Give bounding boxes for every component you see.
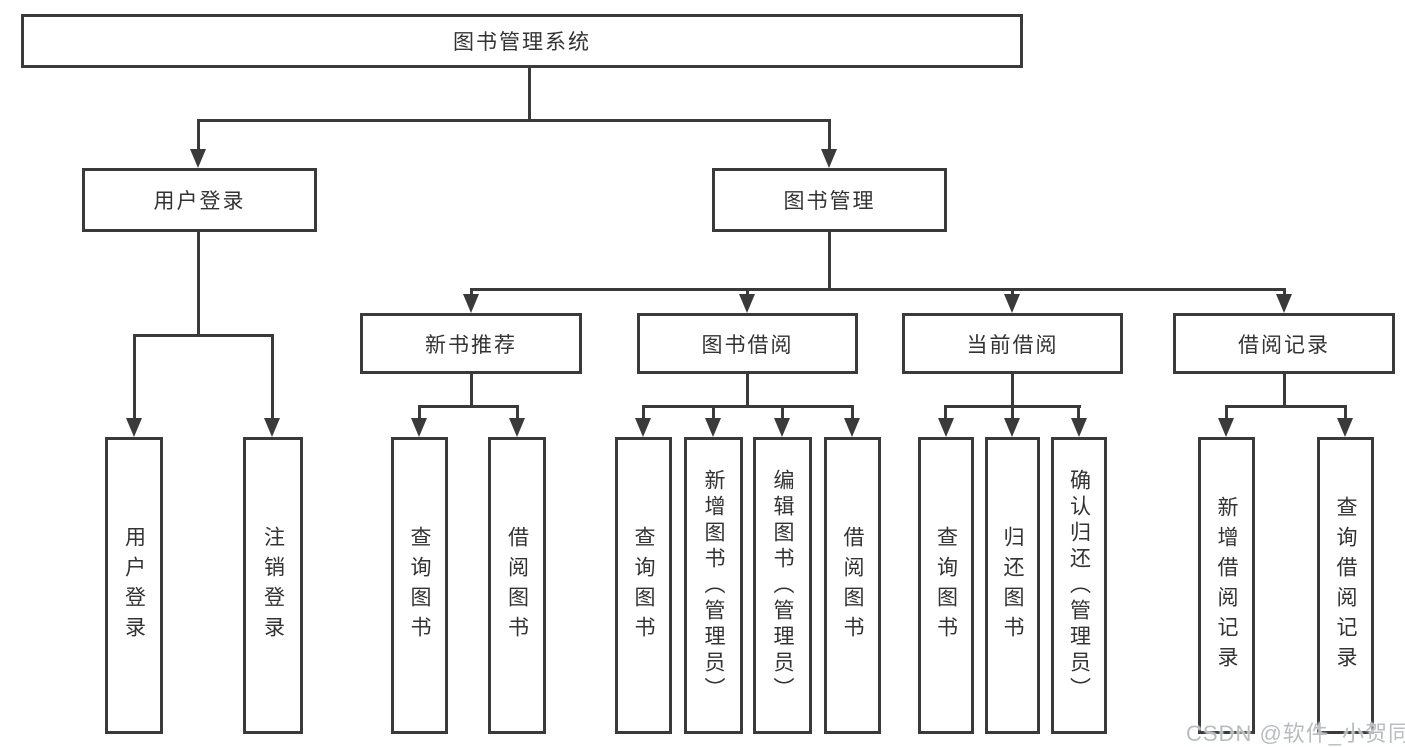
connector-line [746,288,749,298]
arrow-down-icon [1004,418,1020,437]
node-label: 新增借阅记录 [1215,495,1238,676]
arrow-down-icon [821,149,837,168]
arrow-down-icon [705,418,721,437]
connector-line [828,119,831,152]
connector-line [197,232,200,336]
arrow-down-icon [126,418,142,437]
node-label: 新增图书（管理员） [702,468,725,703]
arrow-down-icon [1071,418,1087,437]
arrow-down-icon [411,418,427,437]
node-label: 用户登录 [122,525,146,646]
connector-line [1283,288,1286,298]
leaf-user-login: 用户登录 [105,437,163,734]
leaf-query-borrow-record: 查询借阅记录 [1317,437,1374,734]
node-label: 查询图书 [934,525,958,646]
leaf-query-books-current: 查询图书 [918,437,974,734]
leaf-logout: 注销登录 [243,437,303,734]
node-label: 当前借阅 [966,333,1059,357]
node-label: 查询借阅记录 [1334,495,1357,676]
connector-line [851,405,854,422]
connector-line [1011,374,1014,408]
connector-line [712,405,715,422]
node-book-management: 图书管理 [712,168,947,232]
arrow-down-icon [264,418,280,437]
arrow-down-icon [509,418,525,437]
connector-line [197,119,831,122]
node-label: 查询图书 [408,525,431,646]
connector-line [746,374,749,408]
leaf-borrow-books: 借阅图书 [824,437,881,734]
connector-line [944,405,947,422]
node-label: 图书借阅 [701,333,794,357]
connector-line [133,334,136,420]
arrow-down-icon [1004,294,1020,313]
connector-line [516,405,519,422]
arrow-down-icon [1218,418,1234,437]
node-new-book-recommend: 新书推荐 [360,313,582,374]
node-label: 图书管理系统 [453,31,591,54]
connector-line [197,119,200,152]
connector-line [1011,405,1014,422]
arrow-down-icon [1276,294,1292,313]
node-root-system: 图书管理系统 [21,14,1023,68]
arrow-down-icon [739,294,755,313]
connector-line [470,374,473,408]
arrow-down-icon [190,149,206,168]
connector-line [642,405,854,408]
connector-line [1011,288,1014,298]
connector-line [1225,405,1228,422]
node-user-login: 用户登录 [82,168,317,232]
node-label: 归还图书 [1001,525,1024,646]
connector-line [470,288,1286,291]
arrow-down-icon [1337,418,1353,437]
leaf-add-books-admin: 新增图书（管理员） [684,437,743,734]
arrow-down-icon [938,418,954,437]
arrow-down-icon [774,418,790,437]
connector-line [418,405,519,408]
leaf-query-books-borrowing: 查询图书 [615,437,672,734]
node-borrow-records: 借阅记录 [1173,313,1395,374]
node-label: 查询图书 [632,525,655,646]
node-label: 编辑图书（管理员） [771,468,794,703]
leaf-return-books: 归还图书 [985,437,1040,734]
leaf-edit-books-admin: 编辑图书（管理员） [753,437,812,734]
connector-line [271,334,274,420]
node-label: 用户登录 [153,190,246,213]
node-label: 借阅图书 [505,525,529,646]
connector-line [133,334,274,337]
connector-line [470,288,473,298]
leaf-borrow-books-recommend: 借阅图书 [488,437,546,734]
connector-line [1077,405,1080,422]
leaf-query-books-recommend: 查询图书 [391,437,448,734]
connector-line [781,405,784,422]
connector-line [528,68,531,121]
arrow-down-icon [463,294,479,313]
connector-line [1344,405,1347,422]
node-label: 借阅图书 [841,525,864,646]
connector-line [418,405,421,422]
connector-line [642,405,645,422]
connector-line [828,232,831,291]
node-label: 图书管理 [783,190,876,213]
arrow-down-icon [844,418,860,437]
node-current-borrowing: 当前借阅 [902,313,1123,374]
leaf-add-borrow-record: 新增借阅记录 [1198,437,1255,734]
node-label: 确认归还（管理员） [1067,468,1091,703]
connector-line [1283,374,1286,408]
node-book-borrowing: 图书借阅 [637,313,858,374]
node-label: 注销登录 [261,525,285,646]
csdn-watermark: CSDN @软件_小贺同学 [1186,721,1405,746]
node-label: 新书推荐 [425,333,517,357]
arrow-down-icon [635,418,651,437]
node-label: 借阅记录 [1238,333,1330,357]
leaf-confirm-return-admin: 确认归还（管理员） [1051,437,1107,734]
connector-line [1225,405,1347,408]
